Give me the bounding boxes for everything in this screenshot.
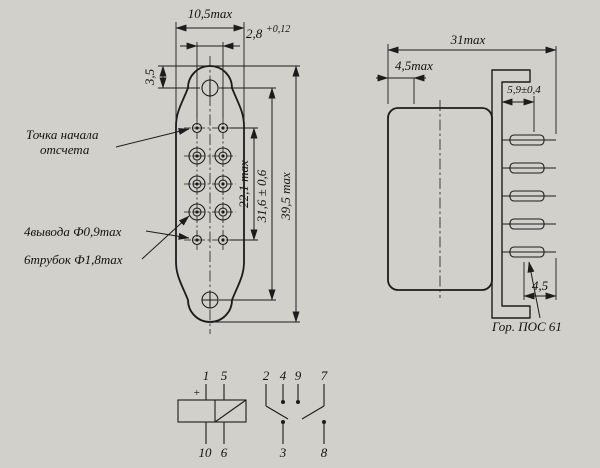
lead-pin — [191, 122, 229, 246]
contact-group-2 — [296, 384, 326, 444]
dimension-width: 10,5max — [175, 6, 245, 120]
dimension-pin-field: 22,1 max — [230, 127, 258, 241]
polarity-plus: + — [193, 387, 200, 399]
dimension-total-length: 31max — [387, 32, 557, 134]
dim-width-text: 10,5max — [188, 6, 233, 21]
pin-number: 6 — [221, 445, 228, 460]
label-tubes-text: 6трубок Ф1,8max — [24, 252, 123, 267]
contact-blade — [301, 405, 325, 420]
tube-pin — [188, 147, 232, 221]
dim-pin-length-text: 5,9±0,4 — [507, 84, 541, 96]
label-tubes: 6трубок Ф1,8max — [24, 215, 190, 267]
label-solder: Гор. ПОС 61 — [491, 261, 562, 334]
dimension-pin-pitch: 2,8 +0,12 — [180, 24, 290, 118]
front-view: 10,5max 2,8 +0,12 3,5 22,1 max 31,6 ± 0, — [24, 6, 300, 334]
dim-total-height-text: 39,5 max — [278, 172, 293, 221]
mounting-hole-bottom — [201, 291, 219, 309]
pin-number: 9 — [295, 368, 302, 383]
pin-number: 5 — [221, 368, 228, 383]
solder-pins — [502, 134, 556, 258]
circuit-schematic: 1 5 2 4 9 7 10 6 3 8 + — [177, 368, 328, 460]
dim-hole-offset-text: 3,5 — [142, 68, 157, 86]
contact-blade — [265, 405, 289, 420]
mounting-flange — [491, 69, 531, 319]
pin-number: 3 — [279, 445, 287, 460]
label-datum-point: Точка начала отсчета — [26, 127, 190, 157]
dim-total-length-text: 31max — [450, 32, 486, 47]
label-leads-text: 4вывода Ф0,9max — [24, 224, 122, 239]
label-leads: 4вывода Ф0,9max — [24, 224, 190, 240]
pin-number: 2 — [263, 368, 270, 383]
dimension-pin-tip: 4,5 — [523, 258, 557, 300]
dim-pin-pitch-text: 2,8 — [246, 26, 263, 41]
coil-symbol — [177, 384, 247, 444]
pin-number: 4 — [280, 368, 287, 383]
label-datum-line1: Точка начала — [26, 127, 99, 142]
dim-hole-span-text: 31,6 ± 0,6 — [254, 169, 269, 223]
pin-number: 8 — [321, 445, 328, 460]
label-solder-text: Гор. ПОС 61 — [491, 319, 562, 334]
mounting-hole-top — [201, 79, 219, 97]
pin-number: 7 — [321, 368, 328, 383]
dimension-hole-offset: 3,5 — [142, 65, 206, 89]
dim-flange-text: 4,5max — [395, 58, 433, 73]
dim-pin-tip-text: 4,5 — [532, 278, 549, 293]
dim-pin-pitch-tolerance-text: +0,12 — [266, 24, 290, 35]
pin-number: 1 — [203, 368, 210, 383]
dimension-pin-length: 5,9±0,4 — [501, 84, 541, 132]
dimension-total-height: 39,5 max — [213, 65, 300, 323]
dim-pin-field-text: 22,1 max — [236, 160, 251, 208]
pin-number: 10 — [199, 445, 213, 460]
dimension-flange: 4,5max — [376, 58, 433, 104]
side-view: 31max 4,5max 5,9±0,4 4,5 Гор. ПОС 61 — [376, 32, 562, 334]
contact-group-1 — [265, 384, 289, 444]
label-datum-line2: отсчета — [40, 142, 90, 157]
dimension-hole-span: 31,6 ± 0,6 — [219, 87, 276, 301]
